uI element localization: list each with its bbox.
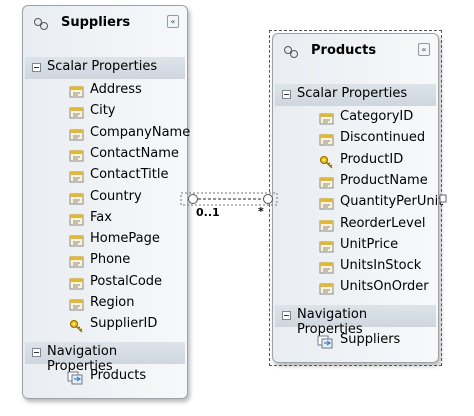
property-icon	[319, 132, 335, 146]
property-row[interactable]: Country	[23, 188, 187, 209]
property-row[interactable]: UnitsInStock	[273, 257, 438, 278]
multiplicity-label-left: 0..1	[196, 206, 220, 219]
collapse-section-icon[interactable]	[282, 311, 291, 320]
property-row[interactable]: Address	[23, 81, 187, 102]
section-navigation-properties[interactable]: Navigation Properties	[25, 342, 185, 374]
section-scalar-properties[interactable]: Scalar Properties	[25, 57, 185, 79]
property-label: Region	[90, 295, 135, 310]
property-row[interactable]: ContactName	[23, 145, 187, 166]
property-row[interactable]: UnitsOnOrder	[273, 278, 438, 299]
property-row[interactable]: HomePage	[23, 230, 187, 251]
property-icon	[69, 297, 85, 311]
property-icon	[69, 105, 85, 119]
property-icon	[319, 196, 335, 210]
property-label: ProductID	[340, 151, 404, 167]
entity-header: Products «	[273, 34, 438, 70]
property-label: UnitsInStock	[340, 258, 422, 274]
property-label: Discontinued	[340, 130, 426, 146]
collapse-section-icon[interactable]	[32, 348, 41, 357]
navigation-property-label: Suppliers	[340, 332, 401, 347]
property-row[interactable]: Discontinued	[273, 129, 438, 150]
section-navigation-properties[interactable]: Navigation Properties	[275, 305, 436, 337]
property-label: Address	[90, 82, 142, 97]
section-label: Navigation Properties	[297, 307, 368, 337]
property-label: ContactTitle	[90, 167, 169, 183]
entity-icon	[34, 18, 48, 30]
key-property-row[interactable]: SupplierID	[23, 315, 187, 336]
resize-handle[interactable]	[439, 194, 447, 203]
navigation-property-icon	[317, 334, 333, 349]
navigation-property-row[interactable]: Suppliers	[273, 331, 438, 352]
property-row[interactable]: UnitPrice	[273, 236, 438, 257]
entity-products[interactable]: Products « Scalar Properties CategoryID D…	[269, 30, 443, 366]
property-label: City	[90, 103, 116, 119]
property-row[interactable]: CategoryID	[273, 108, 438, 129]
property-row[interactable]: ContactTitle	[23, 166, 187, 187]
connector-handle-left[interactable]	[188, 194, 198, 204]
multiplicity-label-right: *	[258, 205, 264, 218]
section-label: Navigation Properties	[47, 344, 118, 374]
property-icon	[319, 175, 335, 189]
property-icon	[319, 281, 335, 295]
property-label: UnitsOnOrder	[340, 279, 429, 295]
property-label: ContactName	[90, 145, 179, 161]
property-icon	[69, 276, 85, 290]
property-icon	[69, 254, 85, 268]
property-icon	[69, 191, 85, 205]
property-row[interactable]: Fax	[23, 209, 187, 230]
section-label: Scalar Properties	[297, 86, 408, 101]
property-row[interactable]: City	[23, 102, 187, 123]
property-icon	[69, 84, 85, 98]
property-icon	[319, 111, 335, 125]
property-row[interactable]: ReorderLevel	[273, 215, 438, 236]
property-icon	[69, 148, 85, 162]
navigation-property-icon	[67, 370, 83, 385]
property-label: QuantityPerUnit	[340, 194, 444, 210]
entity-title: Suppliers	[61, 15, 131, 30]
key-property-icon	[69, 318, 85, 333]
property-row[interactable]: Region	[23, 294, 187, 315]
property-icon	[69, 127, 85, 141]
property-label: UnitPrice	[340, 236, 399, 252]
property-label: CategoryID	[340, 109, 414, 124]
property-label: ProductName	[340, 172, 428, 188]
connector-handle-right[interactable]	[263, 194, 273, 204]
property-label: HomePage	[90, 231, 160, 247]
connector-selection-box	[180, 192, 278, 206]
entity-header: Suppliers «	[23, 6, 187, 42]
property-label: Country	[90, 188, 142, 204]
navigation-property-row[interactable]: Products	[23, 367, 187, 388]
property-icon	[69, 233, 85, 247]
property-icon	[69, 212, 85, 226]
section-label: Scalar Properties	[47, 59, 158, 74]
property-icon	[319, 239, 335, 253]
key-property-icon	[319, 154, 335, 169]
collapse-section-icon[interactable]	[282, 90, 291, 99]
property-row[interactable]: QuantityPerUnit	[273, 193, 443, 214]
property-label: CompanyName	[90, 124, 191, 140]
property-row[interactable]: ProductName	[273, 172, 438, 193]
entity-title: Products	[311, 43, 377, 58]
property-row[interactable]: Phone	[23, 251, 187, 272]
property-row[interactable]: CompanyName	[23, 124, 191, 145]
collapse-section-icon[interactable]	[32, 63, 41, 72]
property-label: ReorderLevel	[340, 215, 426, 231]
collapse-icon[interactable]: «	[167, 15, 179, 28]
property-label: PostalCode	[90, 273, 163, 289]
property-icon	[69, 169, 85, 183]
property-label: Phone	[90, 252, 131, 268]
property-label: SupplierID	[90, 316, 158, 332]
navigation-property-label: Products	[90, 368, 147, 383]
property-row[interactable]: PostalCode	[23, 273, 187, 294]
key-property-row[interactable]: ProductID	[273, 151, 438, 172]
section-scalar-properties[interactable]: Scalar Properties	[275, 84, 436, 106]
collapse-icon[interactable]: «	[418, 43, 430, 56]
property-icon	[319, 218, 335, 232]
entity-icon	[284, 46, 298, 58]
property-icon	[319, 260, 335, 274]
property-label: Fax	[90, 209, 112, 225]
